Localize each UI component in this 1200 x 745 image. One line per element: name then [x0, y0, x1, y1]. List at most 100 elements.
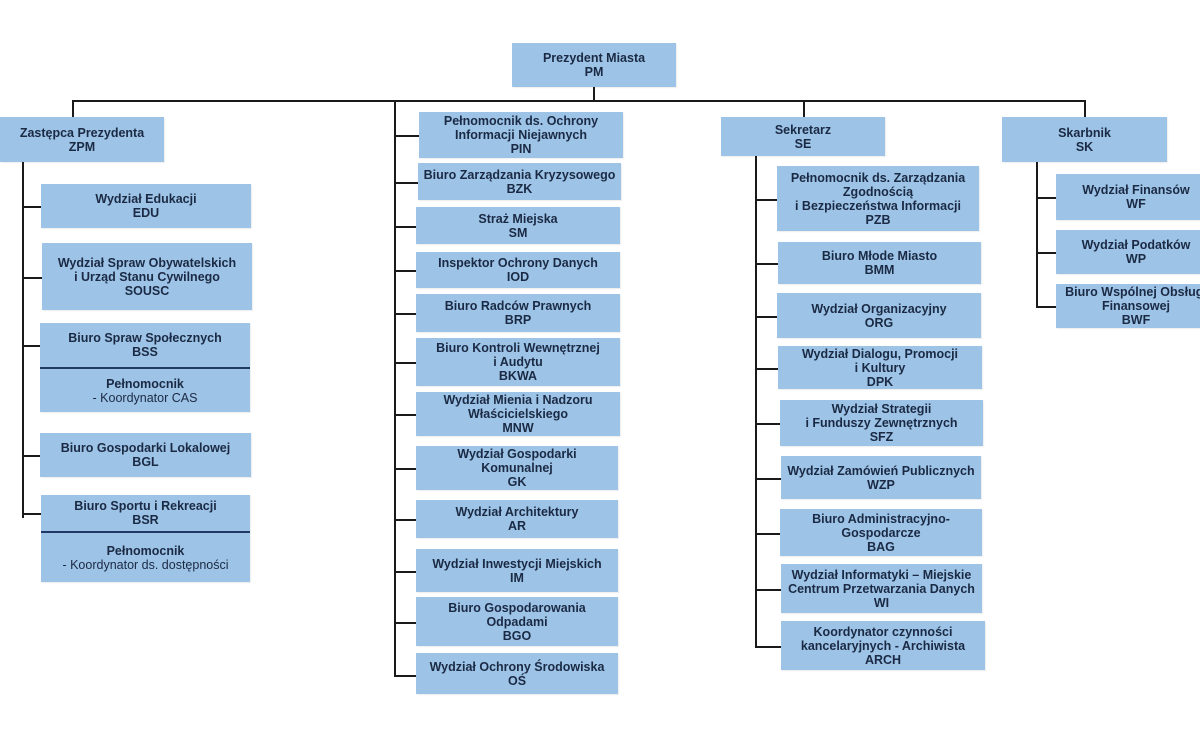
unit-label-line: BZK: [506, 181, 533, 196]
attached-title: Pełnomocnik: [106, 376, 184, 391]
unit-label-line: Informacji Niejawnych: [455, 128, 587, 142]
connector-line: [755, 368, 778, 370]
unit-label-line: Biuro Radców Prawnych: [444, 299, 592, 313]
unit-label-line: Wydział Informatyki – Miejskie: [791, 567, 972, 582]
connector-line: [755, 478, 781, 480]
connector-line: [1036, 252, 1056, 254]
unit-label-line: ZPM: [68, 139, 96, 154]
unit-label-line: EDU: [132, 206, 160, 220]
unit-label-line: Wydział Architektury: [455, 505, 579, 519]
unit-label-line: BRP: [504, 313, 532, 327]
unit-label-line: Wydział Mienia i Nadzoru: [443, 393, 593, 407]
unit-label-line: Wydział Finansów: [1082, 183, 1190, 197]
connector-line: [394, 571, 416, 573]
connector-line: [1084, 101, 1086, 117]
unit-label-line: SK: [1075, 139, 1094, 154]
connector-line: [22, 277, 42, 279]
unit-label-line: Wydział Dialogu, Promocji: [801, 346, 959, 361]
connector-line: [593, 87, 595, 101]
attached-subtitle: - Koordynator CAS: [92, 390, 198, 405]
unit-label-line: i Funduszy Zewnętrznych: [805, 416, 958, 430]
unit-label-line: WP: [1125, 252, 1147, 266]
connector-line: [394, 468, 416, 470]
connector-line: [394, 226, 416, 228]
unit-label-line: PIN: [510, 142, 532, 156]
unit-label-line: BSS: [132, 345, 158, 359]
unit-label-line: PM: [584, 65, 604, 79]
unit-label-line: WI: [873, 595, 890, 610]
connector-line: [22, 162, 24, 518]
unit-label-line: BWF: [1121, 313, 1151, 327]
unit-label-line: Prezydent Miasta: [542, 51, 646, 65]
unit-label-line: SM: [508, 225, 528, 240]
unit-label-line: OŚ: [507, 673, 527, 688]
unit-label-line: Odpadami: [486, 614, 548, 629]
unit-label-line: kancelaryjnych - Archiwista: [800, 638, 966, 653]
connector-line: [394, 675, 416, 677]
connector-line: [1036, 306, 1056, 308]
unit-label-line: BKWA: [498, 369, 538, 383]
attached-title: Pełnomocnik: [106, 543, 185, 558]
unit-label-line: Inspektor Ochrony Danych: [438, 256, 598, 270]
unit-label-line: Skarbnik: [1058, 125, 1111, 140]
unit-label-line: IOD: [506, 270, 530, 284]
unit-label-line: i Urząd Stanu Cywilnego: [74, 269, 220, 284]
connector-line: [394, 414, 416, 416]
unit-label-line: Wydział Edukacji: [95, 192, 197, 206]
unit-label-line: Sekretarz: [774, 122, 832, 137]
connector-line: [394, 313, 416, 315]
connector-line: [22, 206, 41, 208]
connector-line: [394, 270, 416, 272]
connector-line: [22, 513, 41, 515]
unit-label-line: IM: [510, 570, 524, 585]
attached-subtitle: - Koordynator ds. dostępności: [62, 557, 229, 572]
unit-label-line: i Kultury: [854, 360, 906, 375]
unit-label-line: Pełnomocnik ds. Zarządzania: [790, 170, 966, 185]
unit-label-line: Biuro Gospodarowania: [448, 600, 586, 615]
unit-label-line: Biuro Gospodarki Lokalowej: [60, 441, 231, 455]
unit-label-line: Biuro Zarządzania Kryzysowego: [423, 167, 616, 182]
connector-line: [755, 533, 780, 535]
unit-label-line: SOUSC: [124, 283, 170, 298]
unit-label-line: Komunalnej: [481, 461, 553, 475]
connector-line: [803, 101, 805, 117]
unit-label-line: Wydział Podatków: [1081, 238, 1191, 252]
unit-label-line: Właścicielskiego: [467, 407, 569, 421]
unit-label-line: Wydział Inwestycji Miejskich: [432, 556, 602, 571]
unit-label-line: Wydział Spraw Obywatelskich: [57, 255, 237, 270]
connector-line: [755, 156, 757, 647]
connector-line: [72, 101, 74, 117]
connector-line: [22, 455, 40, 457]
unit-label-line: i Bezpieczeństwa Informacji: [794, 198, 962, 213]
unit-label-line: Straż Miejska: [478, 211, 558, 226]
unit-label-line: Biuro Wspólnej Obsługi: [1065, 285, 1200, 299]
unit-label-line: SFZ: [869, 430, 894, 444]
unit-label-line: SE: [794, 136, 812, 151]
unit-label-line: Finansowej: [1101, 299, 1171, 313]
unit-label-line: AR: [507, 519, 527, 533]
connector-line: [755, 199, 777, 201]
